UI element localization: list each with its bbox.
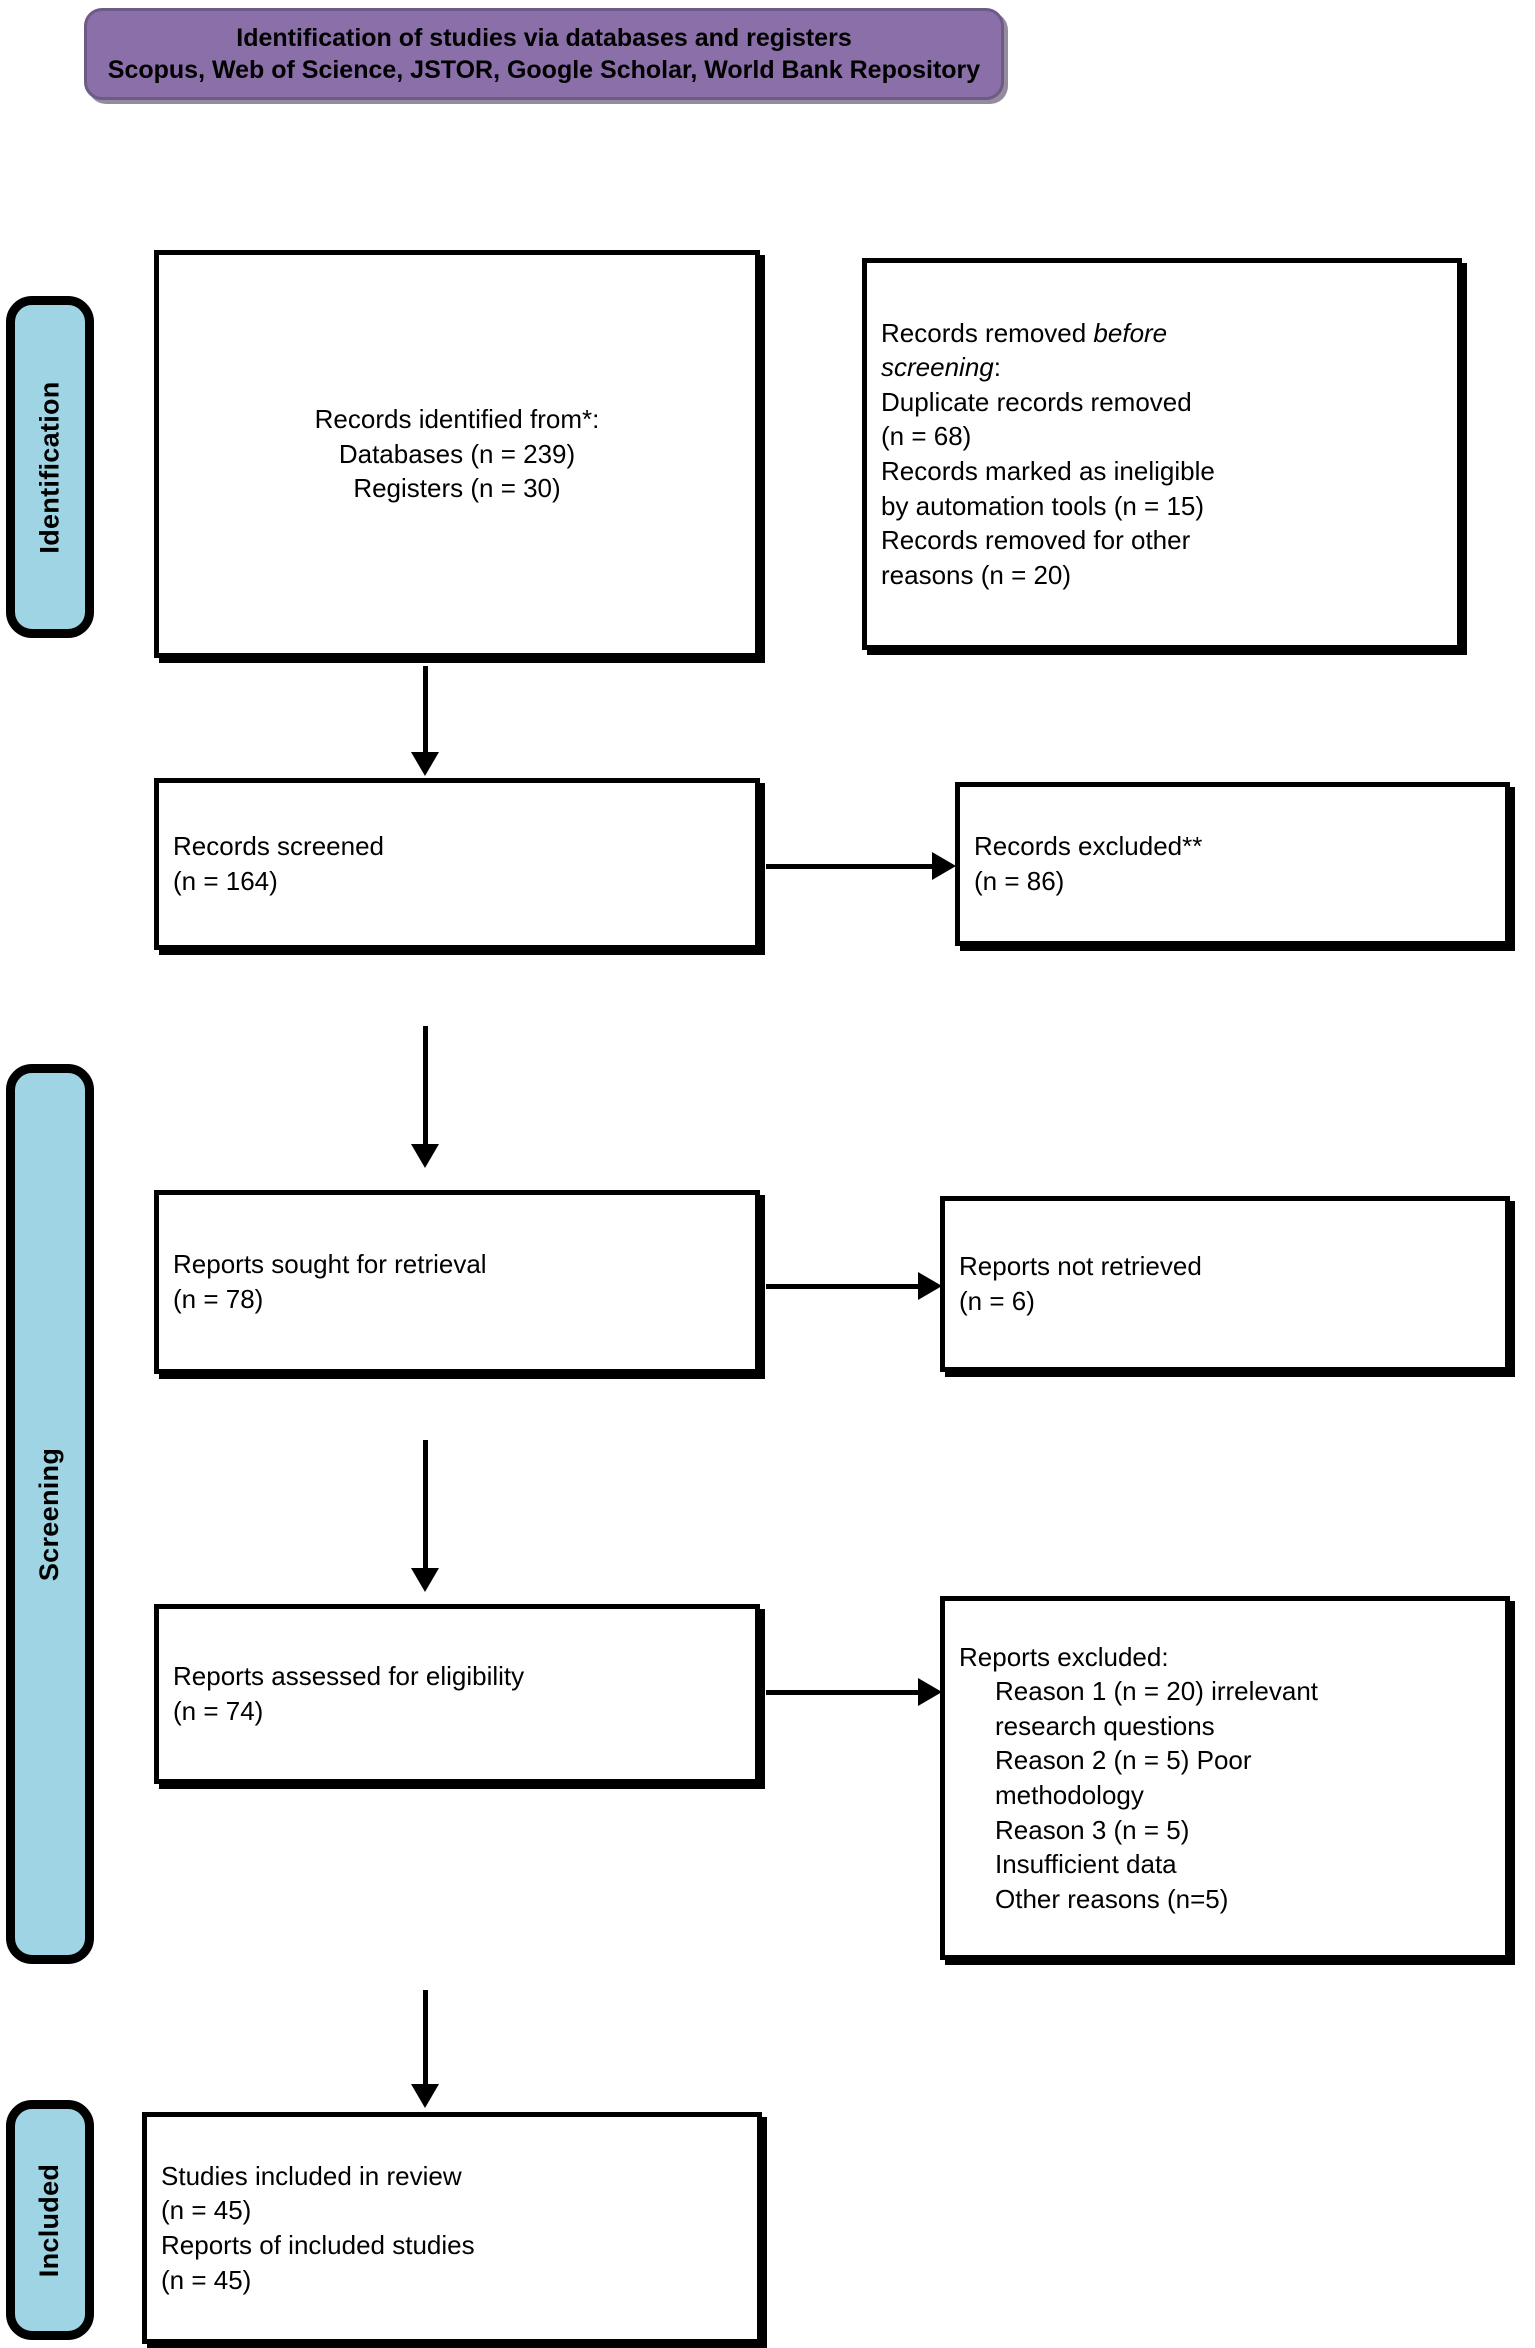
box-reports-excluded: Reports excluded: Reason 1 (n = 20) irre… (940, 1596, 1510, 1960)
box-studies-included: Studies included in review (n = 45) Repo… (142, 2112, 762, 2344)
stage-bar-included: Included (6, 2100, 94, 2340)
stage-label-screening: Screening (34, 1447, 65, 1581)
header-title-line-2: Scopus, Web of Science, JSTOR, Google Sc… (107, 56, 981, 84)
reports-excluded-line-3: research questions (995, 1710, 1215, 1741)
header-title-line-1: Identification of studies via databases … (236, 24, 852, 52)
studies-included-line-1: Studies included in review (161, 2160, 462, 2191)
records-removed-line-7: Records removed for other (881, 525, 1191, 556)
records-removed-line-5: Records marked as ineligible (881, 456, 1215, 486)
reports-excluded-line-7: Insufficient data (995, 1849, 1177, 1880)
box-reports-assessed: Reports assessed for eligibility (n = 74… (154, 1604, 760, 1784)
box-records-identified: Records identified from*: Databases (n =… (154, 250, 760, 658)
records-identified-line-3: Registers (n = 30) (353, 473, 561, 504)
stage-bar-identification: Identification (6, 296, 94, 638)
reports-excluded-line-2: Reason 1 (n = 20) irrelevant (995, 1676, 1319, 1707)
records-removed-line-6: by automation tools (n = 15) (881, 490, 1205, 521)
records-identified-line-2: Databases (n = 239) (338, 438, 576, 469)
records-removed-line-3: Duplicate records removed (881, 386, 1192, 417)
reports-excluded-line-6: Reason 3 (n = 5) (995, 1814, 1190, 1845)
box-reports-not-retrieved: Reports not retrieved (n = 6) (940, 1196, 1510, 1372)
box-reports-sought: Reports sought for retrieval (n = 78) (154, 1190, 760, 1374)
stage-label-included: Included (34, 2163, 65, 2277)
box-records-excluded: Records excluded** (n = 86) (955, 782, 1510, 946)
stage-bar-screening: Screening (6, 1064, 94, 1964)
reports-sought-line-2: (n = 78) (173, 1284, 264, 1314)
reports-not-retrieved-line-2: (n = 6) (959, 1286, 1035, 1316)
records-removed-line-8: reasons (n = 20) (881, 559, 1072, 590)
diagram-header-banner: Identification of studies via databases … (84, 8, 1004, 100)
box-records-screened: Records screened (n = 164) (154, 778, 760, 950)
records-removed-line-1-italic: before (1093, 317, 1168, 348)
records-removed-line-1-text: Records removed (881, 317, 1094, 348)
reports-assessed-line-2: (n = 74) (173, 1696, 264, 1726)
records-screened-line-1: Records screened (173, 831, 384, 862)
records-removed-line-2-colon: : (993, 352, 1001, 383)
box-records-removed: Records removed before screening: Duplic… (862, 258, 1462, 650)
stage-label-identification: Identification (34, 380, 65, 554)
reports-excluded-line-1: Reports excluded: (959, 1641, 1169, 1672)
records-excluded-line-1: Records excluded** (974, 831, 1203, 862)
reports-excluded-line-4: Reason 2 (n = 5) Poor (995, 1745, 1252, 1776)
records-removed-line-1: Records removed before (881, 316, 1443, 351)
records-identified-line-1: Records identified from*: (314, 404, 600, 435)
reports-not-retrieved-line-1: Reports not retrieved (959, 1251, 1202, 1282)
reports-excluded-line-5: methodology (995, 1780, 1144, 1810)
reports-excluded-line-8: Other reasons (n=5) (995, 1883, 1229, 1914)
studies-included-line-3: Reports of included studies (161, 2230, 475, 2260)
reports-assessed-line-1: Reports assessed for eligibility (173, 1661, 525, 1692)
studies-included-line-4: (n = 45) (161, 2264, 252, 2295)
records-screened-line-2: (n = 164) (173, 866, 278, 896)
records-removed-line-2: screening: (881, 350, 1443, 385)
reports-sought-line-1: Reports sought for retrieval (173, 1249, 487, 1280)
records-removed-line-4: (n = 68) (881, 421, 972, 452)
records-removed-line-2-italic: screening (881, 352, 994, 383)
records-excluded-line-2: (n = 86) (974, 866, 1065, 896)
studies-included-line-2: (n = 45) (161, 2195, 252, 2226)
